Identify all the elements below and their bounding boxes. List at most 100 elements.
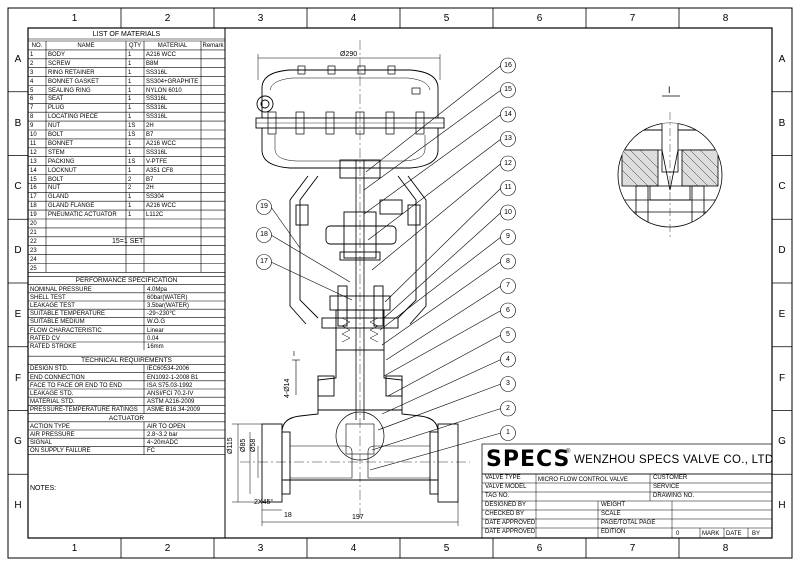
materials-cell: L112C [146,212,164,219]
materials-cell: 1 [128,203,132,210]
materials-cell: 1S [128,158,136,165]
materials-cell: 1 [128,140,132,147]
performance-value: W.O.G [147,319,165,326]
materials-cell: 1 [128,194,132,201]
company-name: WENZHOU SPECS VALVE CO., LTD [574,454,774,466]
actuator-value: 2.8~3.2 bar [147,432,178,438]
materials-cell: NUT [48,185,61,192]
materials-cell: BODY [48,51,66,58]
section-mark: I [293,351,295,358]
zone-column-label: 8 [722,543,729,554]
materials-cell: 1 [128,167,132,174]
materials-cell: B8M [146,60,159,67]
technical-label: DESIGN STD. [30,366,69,373]
materials-cell: 1 [128,51,132,58]
zone-column-label: 8 [722,13,729,24]
materials-cell: 14 [30,167,37,174]
zone-row-label: G [14,436,22,448]
zone-row-label: H [778,500,786,512]
materials-cell: 20 [30,221,37,227]
performance-value: 16mm [147,344,164,350]
zone-row-label: C [14,181,22,193]
performance-label: NOMINAL PRESSURE [30,286,92,293]
title-block-label: VALVE MODEL [485,484,527,490]
materials-cell: A216 WCC [146,51,177,58]
technical-value: ASME B16.34-2009 [147,407,201,414]
materials-header: QTY [128,43,142,49]
zone-row-label: B [778,117,786,129]
zone-row-label: A [778,53,786,65]
materials-cell: SS316L [146,105,168,112]
zone-row-label: H [14,500,22,512]
zone-column-label: 1 [71,543,78,554]
materials-cell: SCREW [48,60,71,67]
dim-chamfer: 2X45° [254,499,274,506]
callout-4: 4 [506,355,510,363]
technical-label: FACE TO FACE OR END TO END [30,382,122,389]
materials-cell: NUT [48,123,61,130]
zone-row-label: F [778,372,786,384]
materials-cell: 2H [146,185,154,192]
date-label: DATE [726,531,742,537]
materials-cell: BONNET [48,140,74,147]
materials-cell: 2 [128,176,132,183]
zone-row-label: E [14,308,22,320]
dim-diameter-290: Ø290 [340,51,358,58]
materials-cell: 7 [30,105,34,112]
materials-cell: 23 [30,247,37,254]
actuator-value: FC [147,448,155,455]
materials-header: NO. [31,43,43,49]
dim-18: 18 [284,512,292,519]
zone-row-label: G [778,436,786,448]
materials-cell: 6 [30,96,34,103]
materials-cell: STEM [48,149,65,156]
materials-cell: SS316L [146,96,168,103]
zone-row-label: D [14,245,22,257]
materials-cell: LOCKNUT [48,167,77,174]
title-block-label: SERVICE [653,484,680,490]
materials-cell: GLAND FLANGE [48,203,95,210]
performance-label: RATED STROKE [30,344,77,350]
callout-19: 19 [260,203,268,210]
materials-cell: SS304+GRAPHITE [146,78,199,85]
title-block-label: SCALE [601,511,621,517]
materials-header: Remark [202,43,224,49]
title-block-label: CUSTOMER [653,475,688,481]
actuator-label: AIR PRESSURE [30,432,75,438]
title-block-label: DATE APPROVED [485,520,536,526]
technical-label: MATERIAL STD. [30,399,75,406]
title-block-label: DESIGNED BY [485,502,527,508]
materials-cell: LOCATING PIECE [48,114,98,121]
materials-cell: 10 [30,132,37,138]
callout-16: 16 [504,61,512,69]
callout-7: 7 [506,282,510,289]
performance-label: LEAKAGE TEST [30,303,75,309]
materials-cell: 1 [128,69,132,76]
zone-row-label: B [14,117,22,129]
valve-assembly-drawing [232,40,470,526]
zone-column-label: 5 [443,543,450,554]
materials-cell: SEAT [48,96,64,103]
materials-cell: SS316L [146,69,168,76]
materials-cell: PNEUMATIC ACTUATOR [48,212,117,219]
detail-view-I [617,95,723,238]
materials-cell: BOLT [48,176,64,183]
valve-type-value: MICRO FLOW CONTROL VALVE [538,477,628,483]
materials-cell: 2 [30,60,34,67]
materials-cell: BONNET GASKET [48,78,99,85]
callout-14: 14 [504,110,512,118]
materials-cell: 1 [128,78,132,85]
zone-column-label: 6 [536,543,543,554]
materials-cell: BOLT [48,132,64,138]
callout-2: 2 [506,404,510,412]
title-block-label: DRAWING NO. [653,493,695,499]
materials-cell: 18 [30,203,37,210]
materials-cell: SS316L [146,114,168,121]
materials-cell: 4 [30,78,34,85]
callout-3: 3 [506,380,510,387]
performance-value: 60bar(WATER) [147,294,188,301]
materials-cell: 25 [30,265,37,272]
actuator-value: 4~20mADC [147,440,179,447]
callout-11: 11 [504,184,512,191]
